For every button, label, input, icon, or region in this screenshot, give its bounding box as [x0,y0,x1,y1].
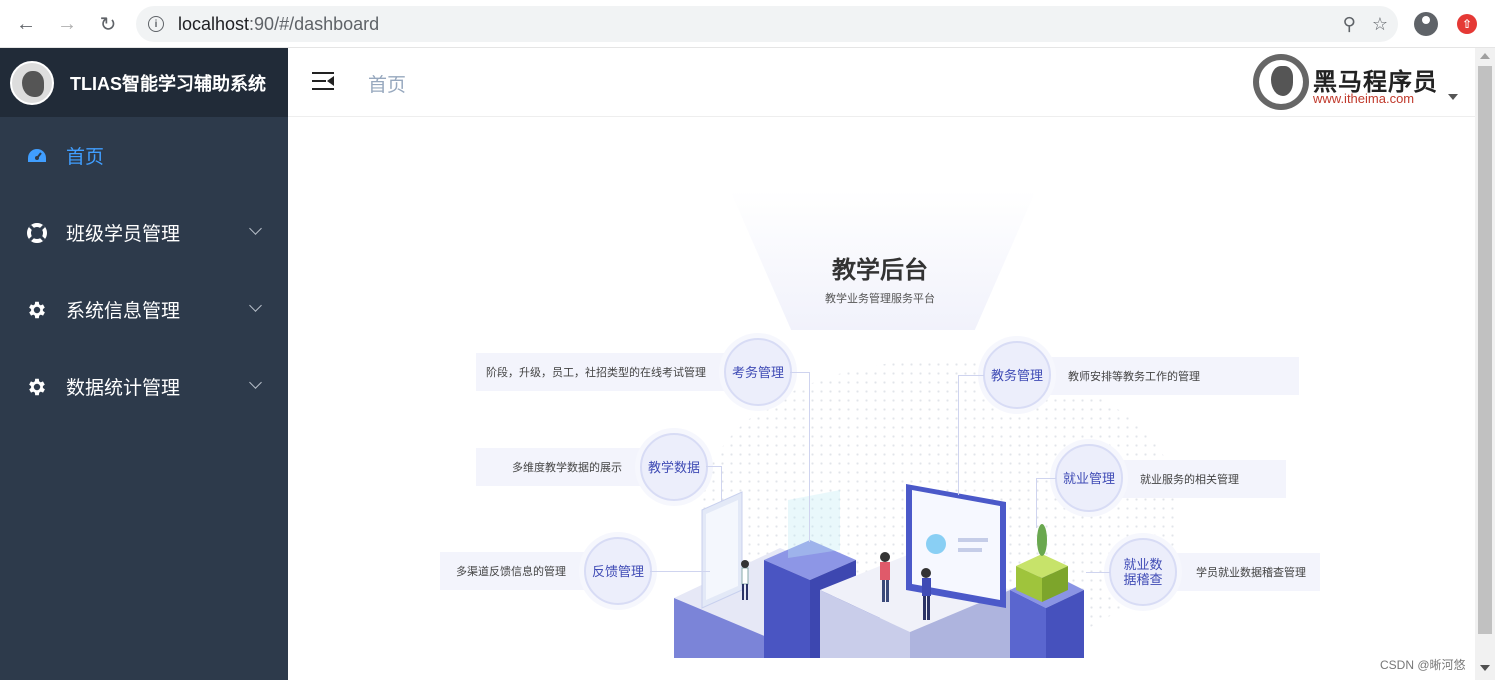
feature-label: 就业数据稽查 [1123,557,1163,587]
connector-line [650,571,710,572]
connector-line [706,466,722,467]
forward-icon[interactable]: → [57,12,77,35]
lifebuoy-icon [26,222,48,244]
app-title: TLIAS智能学习辅助系统 [70,73,266,94]
connector-line [958,375,984,376]
sidebar-item-system-info[interactable]: 系统信息管理 [0,271,288,348]
address-bar[interactable]: i localhost:90/#/dashboard ⚲ ☆ [136,6,1398,42]
feature-label: 教务管理 [990,367,1043,383]
profile-avatar-icon[interactable] [1414,12,1438,36]
csdn-watermark: CSDN @晰河悠 [1380,658,1466,672]
connector-line [1086,572,1110,573]
feature-academic-button[interactable]: 教务管理 [983,341,1051,409]
feature-label: 教学数据 [647,459,700,475]
feature-employment-audit-button[interactable]: 就业数据稽查 [1109,538,1177,606]
sidebar-item-label: 首页 [66,147,105,168]
user-dropdown-caret-icon[interactable] [1448,94,1458,100]
url-text[interactable]: localhost:90/#/dashboard [178,14,379,35]
feature-desc-academic: 教师安排等教务工作的管理 [1020,357,1299,395]
connector-line [1036,478,1037,528]
feature-desc-text: 教师安排等教务工作的管理 [1068,371,1200,383]
feature-desc-text: 学员就业数据稽查管理 [1196,567,1306,579]
feature-desc-feedback: 多渠道反馈信息的管理 [440,552,610,590]
connector-line [790,372,810,373]
feature-exam-button[interactable]: 考务管理 [724,338,792,406]
isometric-illustration [674,484,1084,658]
feature-label: 反馈管理 [591,563,644,579]
feature-desc-exam: 阶段，升级，员工，社招类型的在线考试管理 [476,353,742,391]
chevron-down-icon [249,376,262,389]
gear-icon [26,299,48,321]
feature-label: 考务管理 [731,364,784,380]
connector-line [809,372,810,542]
connector-line [958,375,959,495]
feature-teaching-data-button[interactable]: 教学数据 [640,433,708,501]
scroll-up-arrow-icon[interactable] [1480,53,1490,59]
connector-line [1036,478,1056,479]
url-path: :90/#/dashboard [249,13,380,34]
feature-feedback-button[interactable]: 反馈管理 [584,537,652,605]
chevron-down-icon [249,222,262,235]
feature-desc-text: 就业服务的相关管理 [1140,474,1239,486]
sidebar-item-label: 数据统计管理 [66,378,181,399]
sidebar-item-label: 班级学员管理 [66,224,181,245]
logo-icon [10,60,54,105]
chevron-down-icon [249,299,262,312]
sidebar-item-class-students[interactable]: 班级学员管理 [0,194,288,271]
feature-desc-teaching-data: 多维度教学数据的展示 [476,448,656,486]
sidebar-item-data-stats[interactable]: 数据统计管理 [0,348,288,425]
sidebar-item-home[interactable]: 首页 [0,117,288,194]
top-header: 首页 黑马程序员 www.itheima.com [288,48,1475,117]
reload-icon[interactable]: ↻ [99,13,117,36]
zoom-icon[interactable]: ⚲ [1342,13,1356,34]
menu-toggle-icon[interactable] [312,72,334,90]
brand-header: TLIAS智能学习辅助系统 [0,48,288,117]
feature-desc-text: 多渠道反馈信息的管理 [456,566,566,578]
org-url: www.itheima.com [1313,91,1415,106]
browser-toolbar: ← → ↻ i localhost:90/#/dashboard ⚲ ☆ ⇧ [0,0,1495,48]
feature-desc-text: 多维度教学数据的展示 [512,462,622,474]
feature-employment-button[interactable]: 就业管理 [1055,444,1123,512]
scrollbar-thumb[interactable] [1478,66,1492,634]
breadcrumb[interactable]: 首页 [368,75,407,96]
org-logo-icon [1253,54,1309,110]
extension-icon[interactable]: ⇧ [1457,14,1477,34]
sidebar-item-label: 系统信息管理 [66,301,181,322]
back-icon[interactable]: ← [16,12,36,35]
scroll-down-arrow-icon[interactable] [1480,665,1490,671]
sidebar: TLIAS智能学习辅助系统 首页 班级学员管理 系统信息管理 数据统计管理 [0,48,288,680]
hero-subtitle: 教学业务管理服务平台 [825,293,935,305]
feature-desc-text: 阶段，升级，员工，社招类型的在线考试管理 [486,367,706,379]
dashboard-icon [26,145,48,167]
hero-light-beam [730,190,1036,330]
feature-label: 就业管理 [1062,470,1115,486]
site-info-icon[interactable]: i [148,16,164,32]
url-host: localhost [178,13,250,34]
bookmark-star-icon[interactable]: ☆ [1371,13,1388,34]
org-name: 黑马程序员 [1313,69,1438,96]
connector-line [721,466,722,502]
hero-title: 教学后台 [832,257,928,284]
gear-icon [26,376,48,398]
